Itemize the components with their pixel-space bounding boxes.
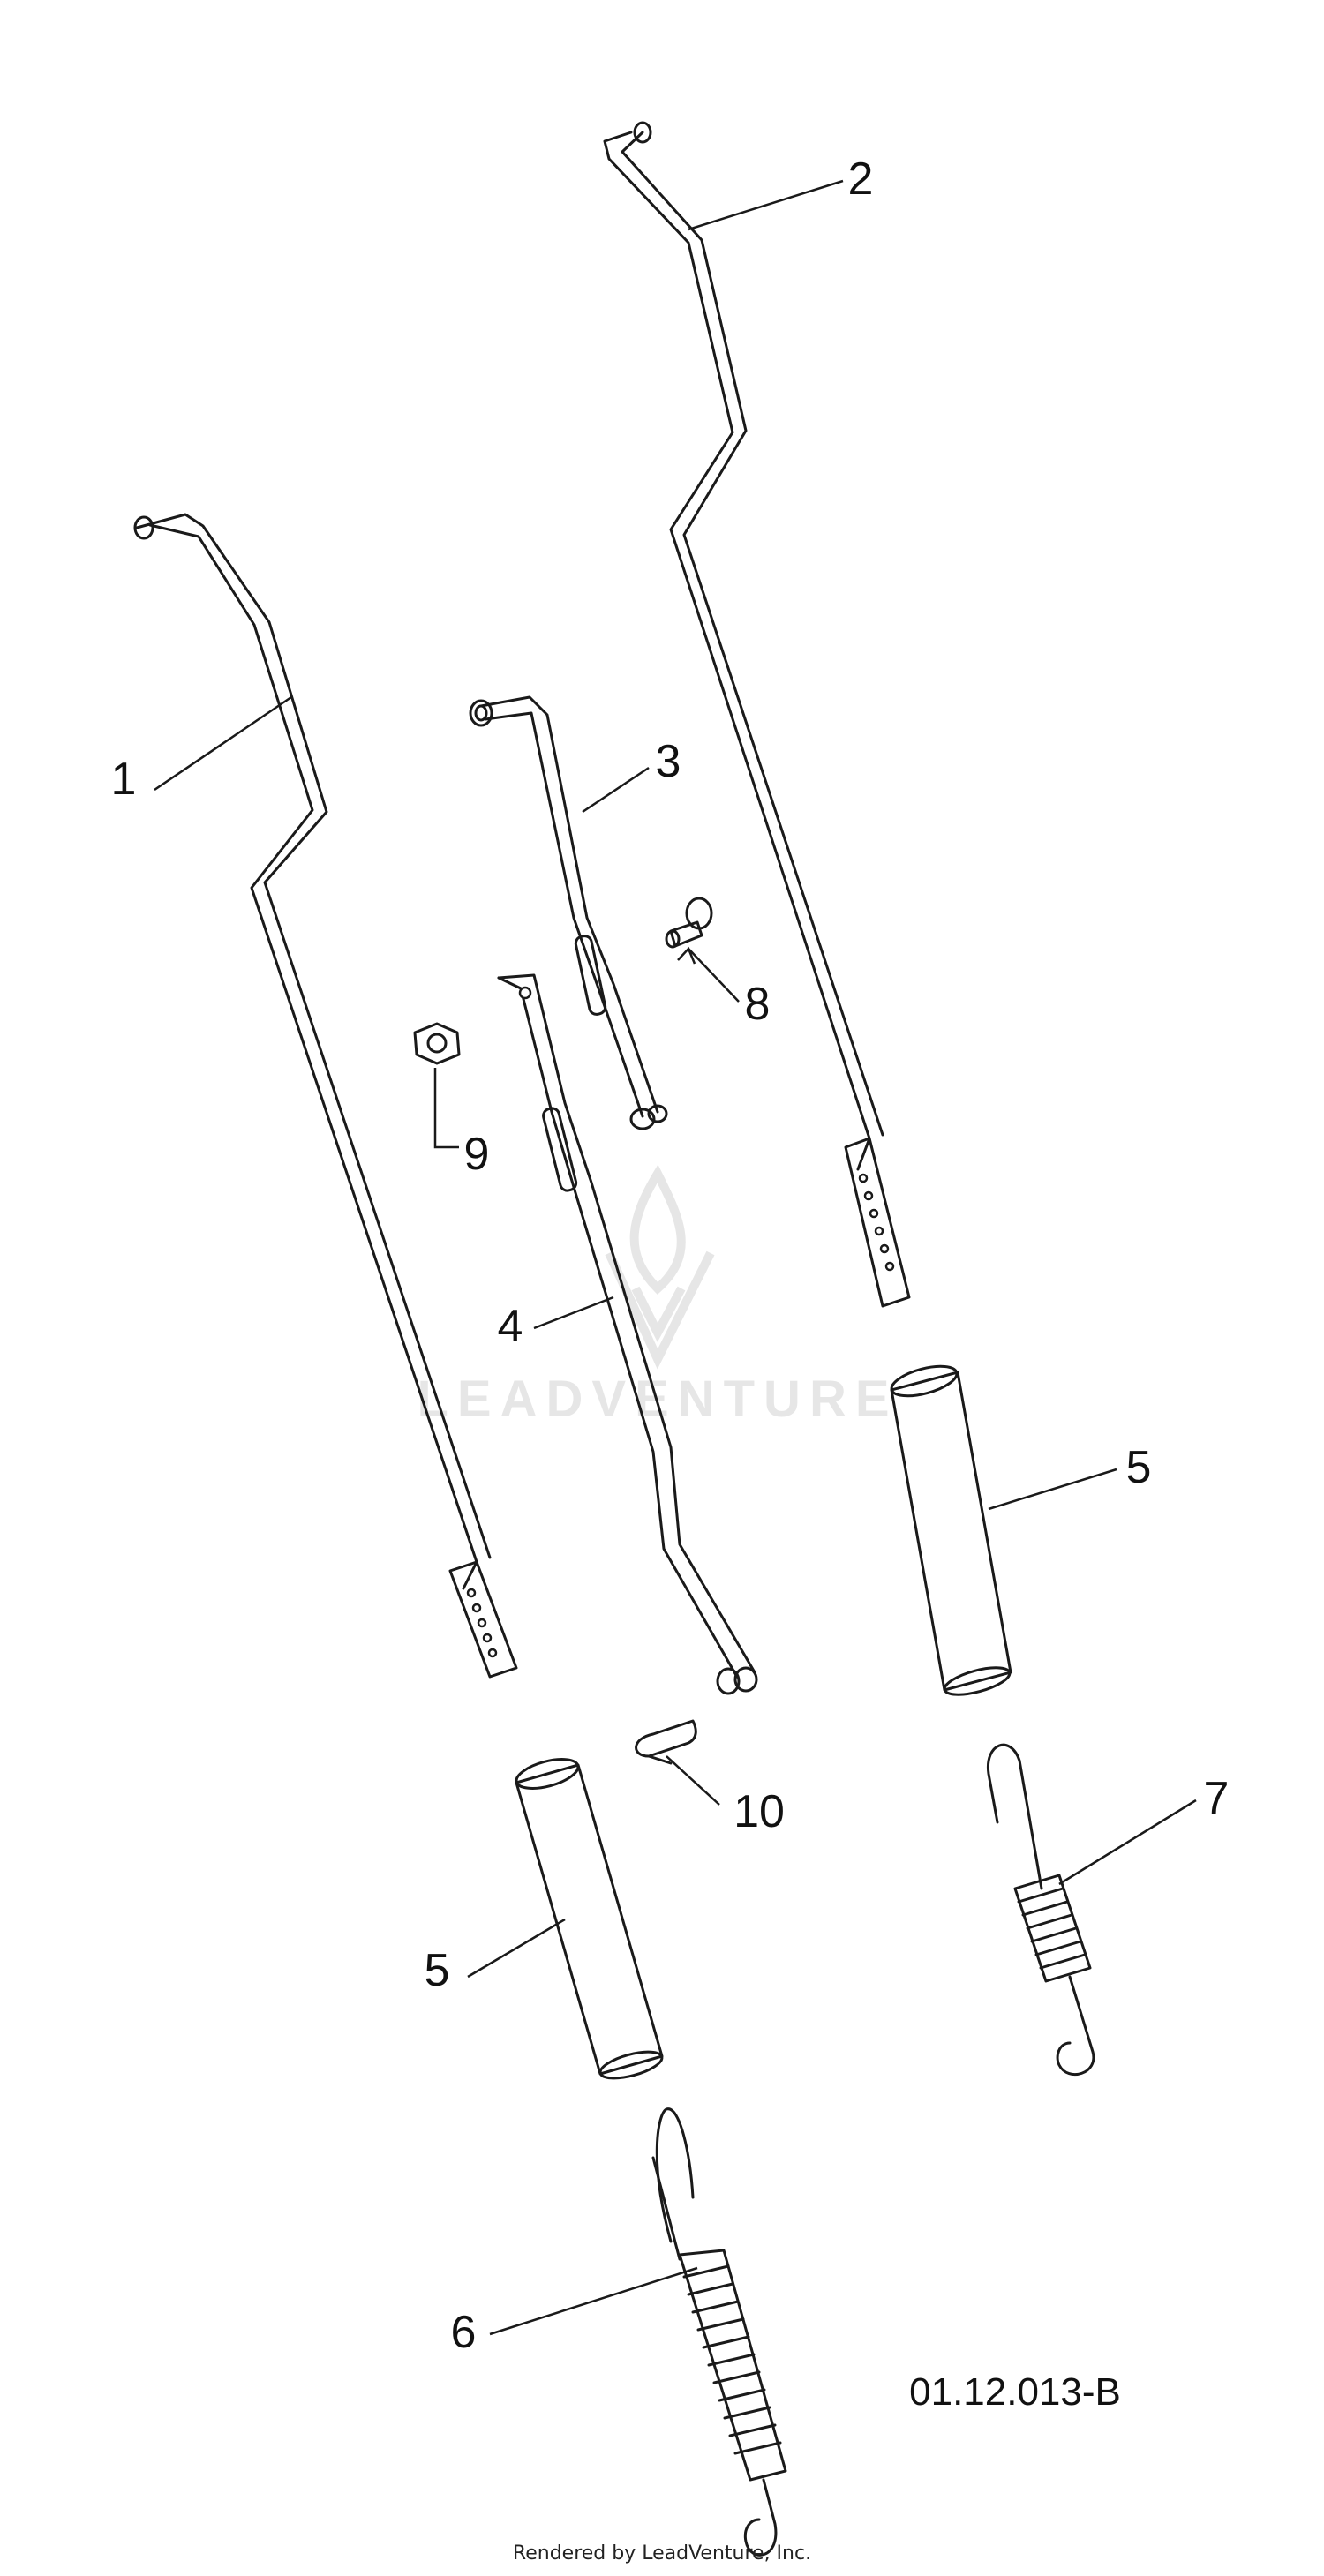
callout-8: 8 [745,979,771,1030]
leader-8 [677,946,740,1003]
callout-9: 9 [464,1129,490,1180]
leader-4 [533,1296,614,1330]
leader-10 [666,1755,720,1806]
callout-10: 10 [733,1786,785,1837]
leader-lines [154,179,1197,2336]
watermark: LEADVENTURE [417,1164,898,1428]
leader-2 [688,179,844,231]
part-4-link [497,973,758,1695]
footer-credit: Rendered by LeadVenture, Inc. [513,2542,811,2565]
callout-1: 1 [111,754,137,805]
part-9-nut [413,1022,461,1065]
callouts: 1 2 3 4 5 5 6 7 8 9 10 [111,154,1230,2358]
part-6-spring [651,2107,787,2557]
leader-1 [154,695,292,792]
leader-9 [433,1068,459,1149]
leader-7 [1058,1799,1197,1886]
callout-4: 4 [498,1301,523,1352]
callout-3: 3 [656,736,681,787]
callout-6: 6 [451,2307,477,2358]
part-7-spring [986,1743,1095,2077]
leader-5b [467,1918,566,1979]
callout-5b: 5 [425,1945,450,1996]
callout-2: 2 [848,154,874,205]
callout-5a: 5 [1126,1442,1152,1493]
leader-5a [988,1468,1117,1511]
diagram-code: 01.12.013-B [909,2370,1121,2414]
part-2-rod [603,121,911,1308]
watermark-flame-logo [605,1164,715,1370]
part-3-link [469,695,668,1130]
part-10-clip [635,1719,697,1765]
leader-3 [582,766,650,814]
leader-6 [489,2266,698,2336]
watermark-text: LEADVENTURE [417,1371,898,1428]
part-5-sleeve-right [890,1364,1012,1696]
callout-7: 7 [1204,1773,1230,1824]
part-1-rod [133,513,518,1679]
part-8-pin [665,897,713,949]
part-5-sleeve-left [515,1758,664,2080]
